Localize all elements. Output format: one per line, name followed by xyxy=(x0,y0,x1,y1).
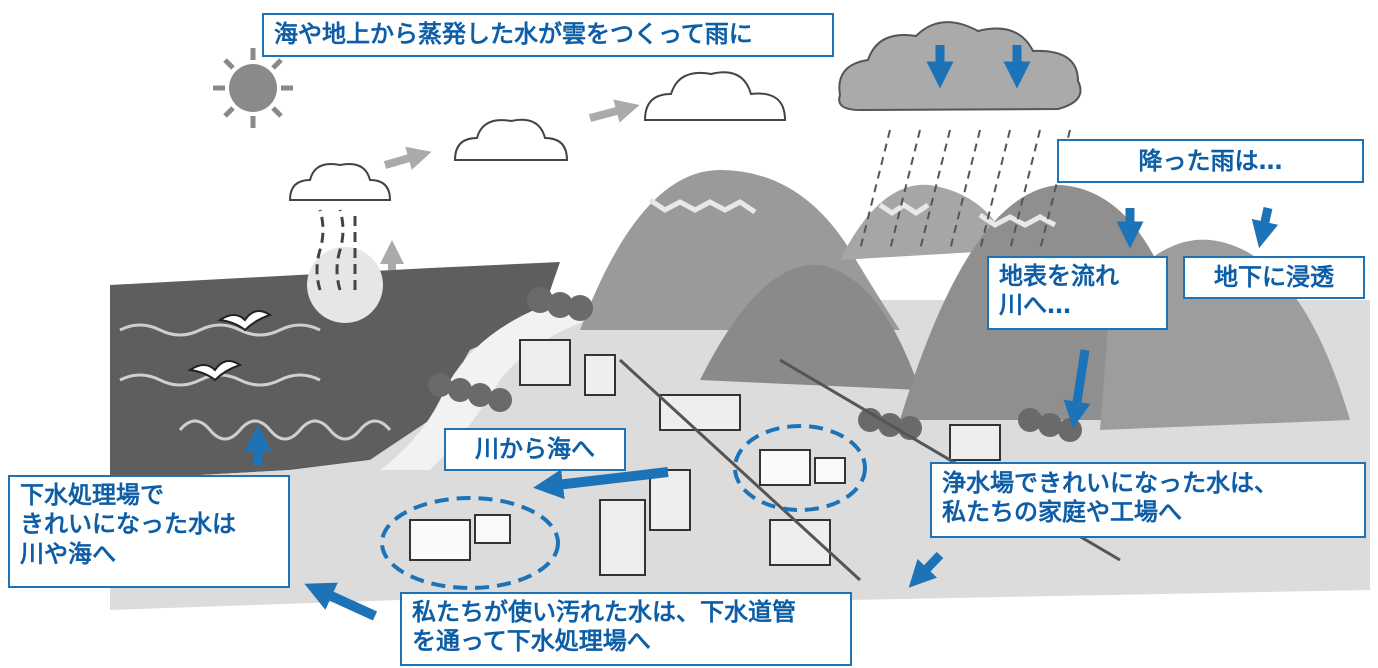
water-purification-plant xyxy=(733,424,867,512)
town-buildings xyxy=(519,339,1001,576)
grey-arrow-1 xyxy=(383,146,432,170)
sun-icon xyxy=(213,48,293,128)
label-evaporation: 海や地上から蒸発した水が雲をつくって雨に xyxy=(262,13,834,57)
arrow-to-river xyxy=(1063,349,1091,429)
snow-caps xyxy=(648,197,1057,228)
label-water-purification: 浄水場できれいになった水は、 私たちの家庭や工場へ xyxy=(930,462,1366,538)
plant-tanks xyxy=(409,449,846,561)
sewage-treatment-plant xyxy=(380,496,560,590)
mountain-3 xyxy=(840,184,1010,260)
grey-arrow-2 xyxy=(588,99,640,123)
seagull-icons xyxy=(187,310,273,382)
cloud-small-icon xyxy=(288,163,392,201)
label-surface-flow: 地表を流れ 川へ… xyxy=(987,256,1168,330)
arrow-river-to-sea xyxy=(533,467,669,500)
mountain-2 xyxy=(700,264,920,390)
label-sewage-treated: 下水処理場で きれいになった水は 川や海へ xyxy=(8,475,290,588)
cloud-medium-icon xyxy=(453,118,569,161)
trees xyxy=(428,287,1082,442)
cloud-large-icon xyxy=(643,71,787,121)
arrow-to-underground xyxy=(1251,207,1279,249)
sea xyxy=(110,262,560,480)
evaporation-streaks xyxy=(315,209,357,291)
rain-streaks xyxy=(859,129,1071,251)
label-sewer-pipe: 私たちが使い汚れた水は、下水道管 を通って下水処理場へ xyxy=(400,592,852,666)
label-rainfall: 降った雨は… xyxy=(1057,139,1364,183)
arrow-to-sewage-plant xyxy=(304,582,378,621)
arrow-to-homes xyxy=(908,551,944,588)
river xyxy=(380,300,620,470)
sea-sun-reflection xyxy=(307,247,383,323)
label-underground: 地下に浸透 xyxy=(1183,256,1365,299)
label-river-to-sea: 川から海へ xyxy=(444,428,626,471)
rain-cloud-icon xyxy=(838,21,1082,112)
